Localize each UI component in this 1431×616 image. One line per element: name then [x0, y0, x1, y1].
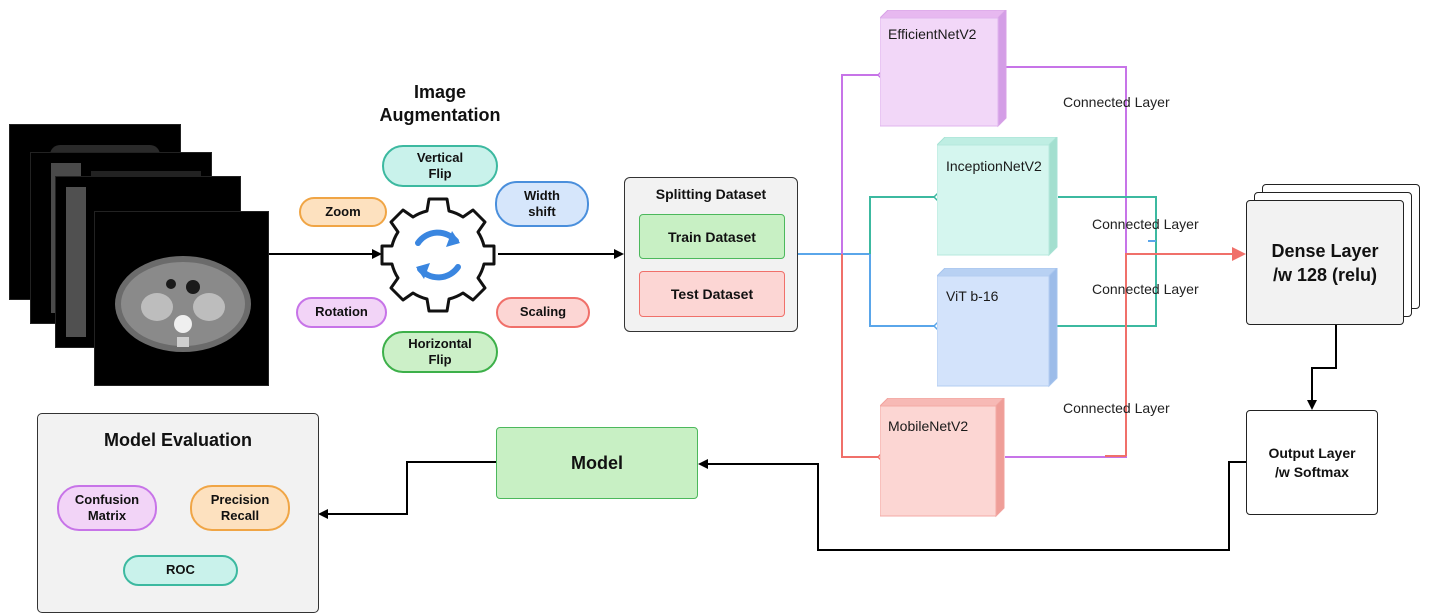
- aug-width-shift: Width shift: [495, 181, 589, 227]
- arrow-to-dense-layer: [1125, 247, 1246, 456]
- efficientnet-box: [880, 10, 1007, 128]
- efficientnet-label: EfficientNetV2: [888, 26, 977, 42]
- connected-layer-label-2: Connected Layer: [1092, 216, 1199, 232]
- mobilenet-box: [880, 398, 1005, 518]
- aug-scaling: Scaling: [496, 297, 590, 328]
- augmentation-title: Image Augmentation: [360, 81, 520, 127]
- ct-slice-front: [94, 211, 269, 386]
- eval-confusion-matrix: Confusion Matrix: [57, 485, 157, 531]
- arrow-model-to-evaluation: [318, 461, 496, 519]
- splitting-dataset-title: Splitting Dataset: [655, 186, 767, 202]
- vit-label: ViT b-16: [946, 288, 999, 304]
- eval-roc: ROC: [123, 555, 238, 586]
- dense-layer-line1: Dense Layer: [1271, 240, 1379, 261]
- aug-horizontal-flip: Horizontal Flip: [382, 331, 498, 373]
- aug-rotation: Rotation: [296, 297, 387, 328]
- train-dataset-box: Train Dataset: [639, 214, 785, 259]
- efficientnet-output-line: [1005, 66, 1127, 458]
- aug-vertical-flip: Vertical Flip: [382, 145, 498, 187]
- arrow-dense-to-output: [1307, 325, 1337, 410]
- model-box: Model: [496, 427, 698, 499]
- mobilenet-label: MobileNetV2: [888, 418, 969, 434]
- inception-output-line: [1048, 196, 1157, 327]
- eval-precision-recall: Precision Recall: [190, 485, 290, 531]
- aug-zoom: Zoom: [299, 197, 387, 227]
- inception-label: InceptionNetV2: [946, 158, 1042, 174]
- augmentation-title-line1: Image: [413, 82, 467, 102]
- test-dataset-box: Test Dataset: [639, 271, 785, 317]
- arrow-output-to-model: [698, 459, 1246, 551]
- output-layer-box: Output Layer /w Softmax: [1246, 410, 1378, 515]
- branch-efficientnet: [841, 74, 878, 254]
- splitting-dataset-box: Splitting Dataset Train Dataset Test Dat…: [624, 177, 798, 332]
- connected-layer-label-1: Connected Layer: [1063, 94, 1170, 110]
- model-evaluation-title: Model Evaluation: [103, 430, 253, 450]
- inception-box: [937, 137, 1058, 257]
- dense-layer-line2: /w 128 (relu): [1272, 264, 1378, 285]
- connected-layer-label-3: Connected Layer: [1092, 281, 1199, 297]
- augmentation-title-line2: Augmentation: [379, 105, 501, 125]
- connected-layer-label-4: Connected Layer: [1063, 400, 1170, 416]
- branch-vit: [869, 254, 934, 327]
- output-layer-line1: Output Layer: [1268, 444, 1356, 461]
- branch-inception: [869, 196, 934, 254]
- dense-layer-box: Dense Layer /w 128 (relu): [1246, 200, 1404, 325]
- vit-box: [937, 268, 1058, 388]
- branch-mobilenet: [841, 254, 878, 458]
- gear-refresh-icon: [380, 197, 496, 313]
- model-evaluation-box: Model Evaluation Confusion Matrix Precis…: [37, 413, 319, 613]
- output-layer-line2: /w Softmax: [1275, 463, 1349, 480]
